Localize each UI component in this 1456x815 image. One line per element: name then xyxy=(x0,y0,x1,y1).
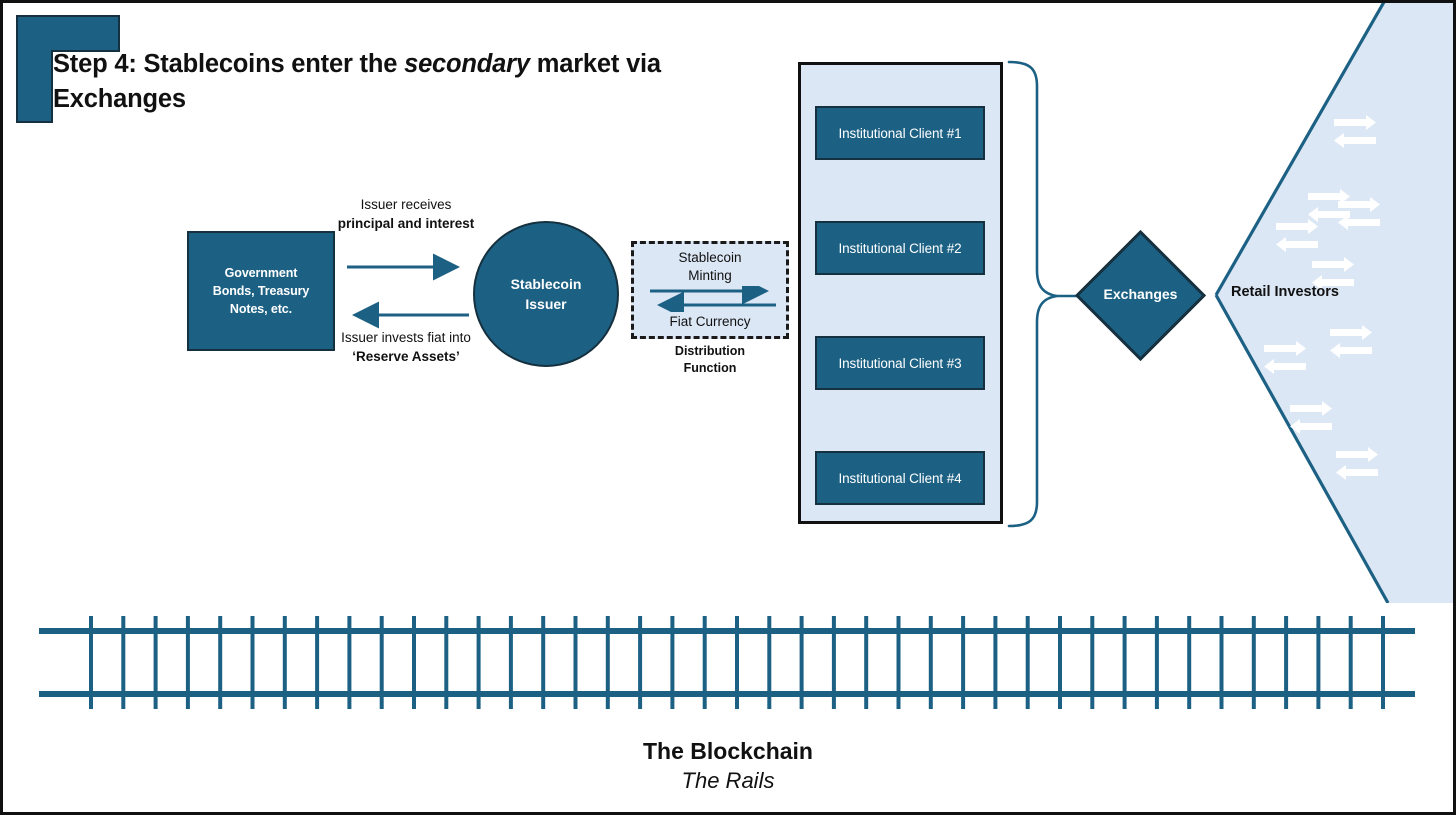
institutional-clients-panel: Institutional Client #1 Institutional Cl… xyxy=(798,62,1003,524)
stablecoin-issuer-label: Stablecoin Issuer xyxy=(511,274,582,315)
minting-line-1: Stablecoin xyxy=(678,250,742,265)
distribution-function-caption: Distribution Function xyxy=(631,343,789,377)
dist-caption-line-1: Distribution xyxy=(674,344,746,358)
flow-top-bold: principal and interest xyxy=(337,215,475,231)
flow-arrows-reserve-issuer xyxy=(347,253,469,329)
reserve-line-1: Government xyxy=(224,265,298,280)
institutional-client-2[interactable]: Institutional Client #2 xyxy=(815,221,985,275)
flow-caption-bottom: Issuer invests fiat into ‘Reserve Assets… xyxy=(316,329,496,366)
distribution-arrows-icon xyxy=(650,286,776,312)
institutional-client-1[interactable]: Institutional Client #1 xyxy=(815,106,985,160)
clients-to-exchanges-brace-icon xyxy=(1007,60,1079,528)
retail-arrow-pairs-icon xyxy=(1264,115,1380,480)
flow-bottom-bold: ‘Reserve Assets’ xyxy=(352,348,460,364)
stablecoin-minting-label: Stablecoin Minting xyxy=(634,249,786,284)
fiat-currency-label: Fiat Currency xyxy=(669,314,751,330)
blockchain-caption: The Blockchain The Rails xyxy=(3,736,1453,796)
blockchain-rails-graphic xyxy=(39,616,1415,709)
issuer-line-1: Stablecoin xyxy=(510,275,582,292)
dist-caption-line-2: Function xyxy=(683,360,737,375)
distribution-function-box: Stablecoin Minting Fiat Currency xyxy=(631,241,789,339)
flow-caption-top: Issuer receives principal and interest xyxy=(316,196,496,233)
retail-investors-fan xyxy=(1214,3,1453,603)
reserve-line-3: Notes, etc. xyxy=(229,302,293,317)
minting-line-2: Minting xyxy=(688,267,732,283)
title-corner-bracket-icon xyxy=(16,15,120,123)
title-part-2: market via Exchanges xyxy=(53,50,661,114)
institutional-client-3[interactable]: Institutional Client #3 xyxy=(815,336,985,390)
page-title: Step 4: Stablecoins enter the secondary … xyxy=(53,47,673,117)
institutional-client-3-label: Institutional Client #3 xyxy=(838,355,962,371)
title-emphasis: secondary xyxy=(404,50,530,78)
retail-investors-label: Retail Investors xyxy=(1231,284,1339,300)
exchanges-diamond[interactable] xyxy=(1075,230,1206,361)
stablecoin-issuer-node: Stablecoin Issuer xyxy=(473,221,619,367)
blockchain-title: The Blockchain xyxy=(643,738,813,764)
flow-top-plain: Issuer receives xyxy=(360,197,452,212)
institutional-client-1-label: Institutional Client #1 xyxy=(838,125,962,141)
issuer-line-2: Issuer xyxy=(525,296,567,312)
institutional-client-2-label: Institutional Client #2 xyxy=(838,240,962,256)
flow-bottom-plain: Issuer invests fiat into xyxy=(341,330,471,345)
reserve-line-2: Bonds, Treasury xyxy=(212,283,310,298)
blockchain-subtitle: The Rails xyxy=(681,768,775,794)
institutional-client-4[interactable]: Institutional Client #4 xyxy=(815,451,985,505)
title-part-1: Step 4: Stablecoins enter the xyxy=(53,50,405,78)
institutional-client-4-label: Institutional Client #4 xyxy=(838,470,962,486)
reserve-assets-label: Government Bonds, Treasury Notes, etc. xyxy=(212,264,310,318)
reserve-assets-box: Government Bonds, Treasury Notes, etc. xyxy=(187,231,335,351)
